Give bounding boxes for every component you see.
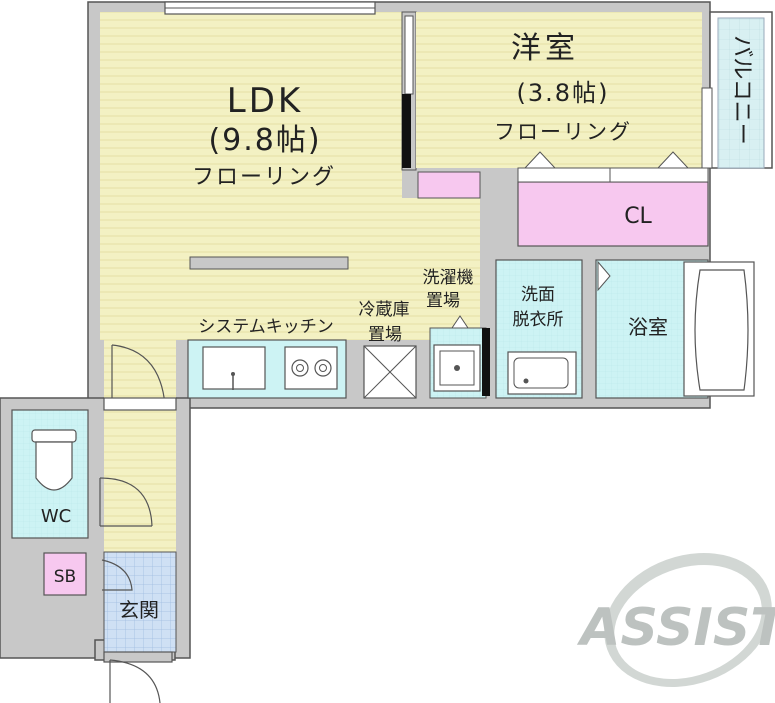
watermark-logo: ASSIST <box>576 553 775 687</box>
entrance-label: 玄関 <box>119 598 159 622</box>
vanity-sink <box>507 351 577 395</box>
washer-line1: 洗濯機 <box>423 268 474 288</box>
balcony-label: バルコニー <box>729 35 754 145</box>
bathtub <box>683 261 755 397</box>
entrance: 玄関 <box>101 551 177 653</box>
shoebox-label: SB <box>54 567 76 587</box>
shoebox: SB <box>43 552 87 596</box>
bath-label: 浴室 <box>628 315 668 339</box>
washroom: 洗面 脱衣所 <box>495 259 583 399</box>
washroom-line2: 脱衣所 <box>513 310 564 330</box>
ldk-size: (9.8帖) <box>208 123 321 158</box>
ldk-room: LDK (9.8帖) フローリング <box>100 12 480 552</box>
ldk-name: LDK <box>227 81 303 121</box>
sliding-door <box>402 94 411 168</box>
kitchen-label: システムキッチン <box>198 317 334 337</box>
bathroom: 浴室 <box>595 259 755 399</box>
ldk-floor: フローリング <box>192 165 336 190</box>
stove <box>284 346 338 390</box>
washer-line2: 置場 <box>426 291 460 311</box>
toilet-label: WC <box>41 506 71 527</box>
kitchen-sink <box>202 346 266 390</box>
bedroom: 洋室 (3.8帖) フローリング <box>416 12 702 169</box>
balcony: バルコニー <box>709 11 773 169</box>
toilet-room: WC <box>11 409 89 539</box>
kitchen: システムキッチン <box>187 317 347 399</box>
corridor-door <box>103 344 177 411</box>
closet-label: CL <box>624 204 652 229</box>
watermark-text: ASSIST <box>576 598 775 658</box>
counter-bar <box>189 256 349 270</box>
closet: CL <box>517 167 709 247</box>
washroom-line1: 洗面 <box>521 285 555 305</box>
storage <box>417 171 481 199</box>
fridge-space: 冷蔵庫 置場 <box>359 300 417 399</box>
toilet-door <box>99 477 153 527</box>
bedroom-size: (3.8帖) <box>517 79 610 107</box>
front-door <box>103 651 173 703</box>
bedroom-name: 洋室 <box>511 31 579 66</box>
washer-space: 洗濯機 置場 <box>423 268 490 399</box>
fridge-line2: 置場 <box>368 325 402 345</box>
bedroom-window <box>701 87 713 169</box>
bedroom-floor: フローリング <box>494 120 632 144</box>
fridge-line1: 冷蔵庫 <box>359 300 410 320</box>
